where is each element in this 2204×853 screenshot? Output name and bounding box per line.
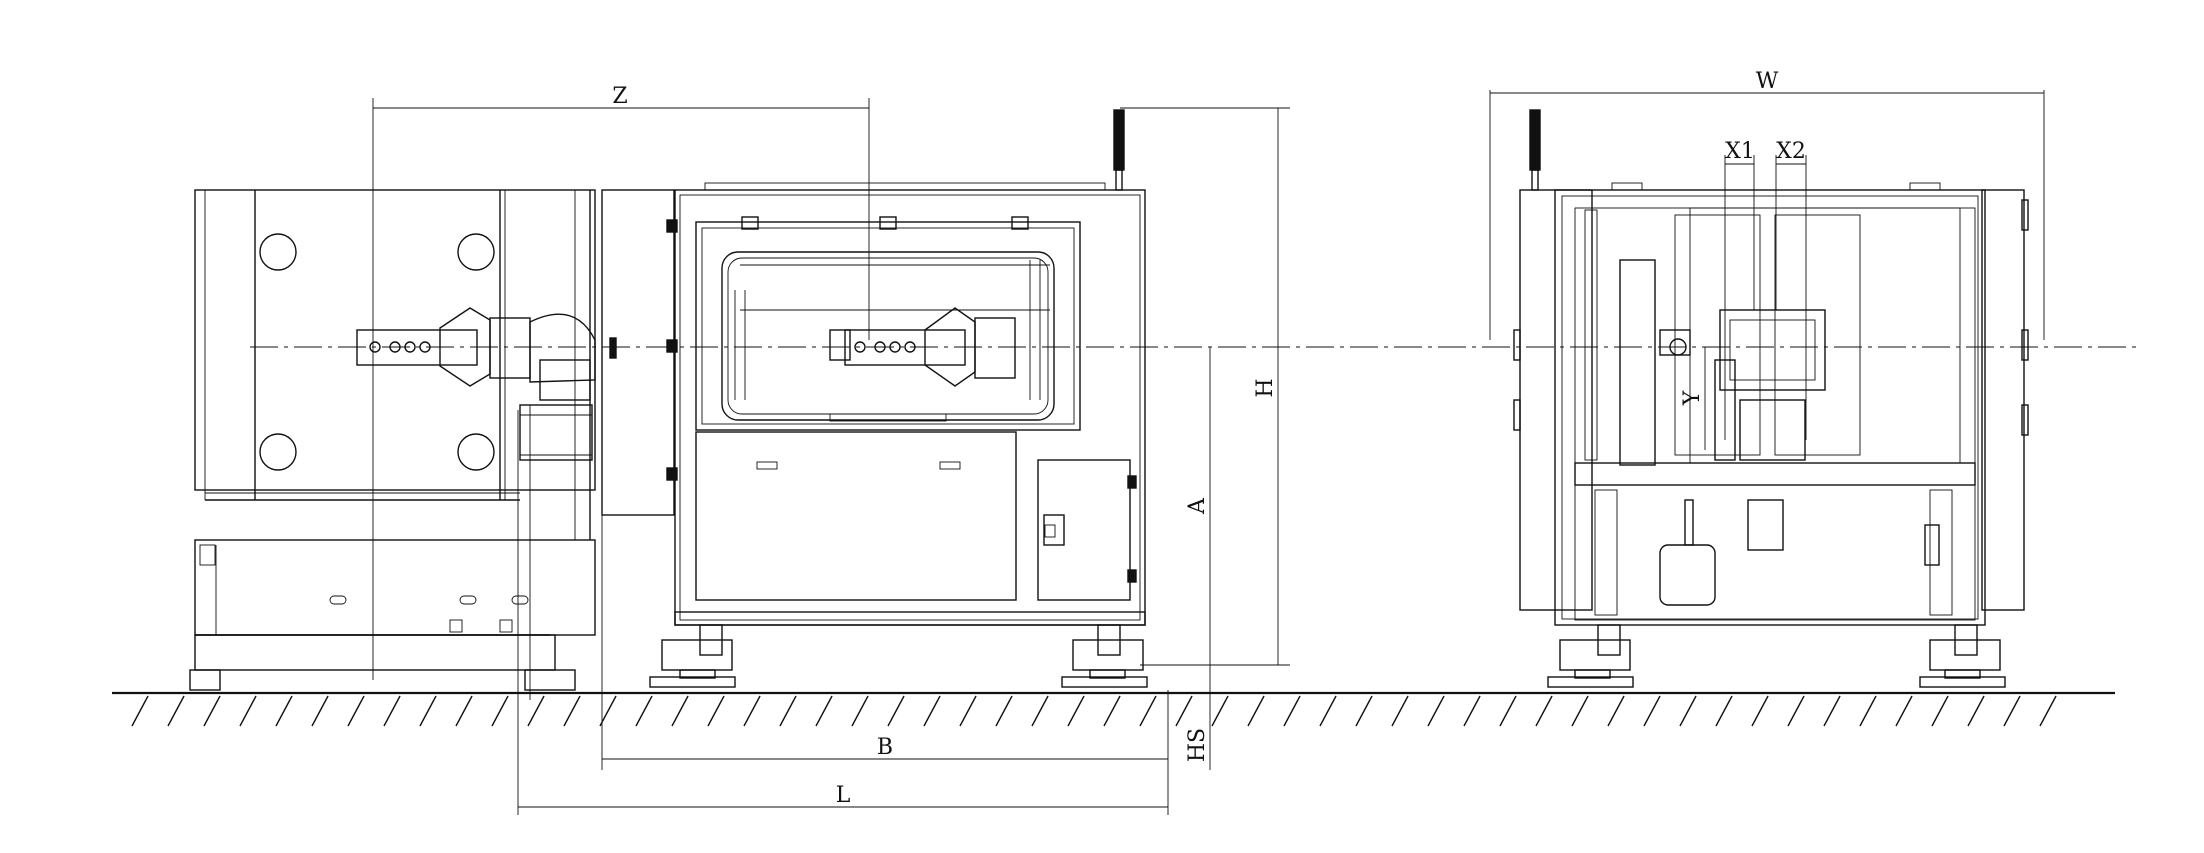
ground-hatch-line [1895,695,1913,727]
ground-hatch-line [995,695,1013,727]
ground-hatch-line [1139,695,1157,727]
ground-hatch-line [275,695,293,727]
ground-hatch-line [1319,695,1337,727]
dimension-x1-label: X1 [1725,139,1755,164]
dimension-b: B [601,515,1169,815]
ground-hatch-line [167,695,185,727]
ground-hatch-line [1175,695,1193,727]
ground-hatch-line [2003,695,2021,727]
ground-hatch-line [671,695,689,727]
ground-hatch-line [1787,695,1805,727]
ground-hatch-line [887,695,905,727]
dimension-x1: X1 [1724,139,1755,440]
ground-hatch-line [1751,695,1769,727]
ground-hatch-line [1103,695,1121,727]
ground-hatch-line [1427,695,1445,727]
ground-hatch-line [743,695,761,727]
ground-hatching [131,695,2057,727]
ground-hatch-line [1607,695,1625,727]
robot-cabinet-side [1513,109,2029,688]
ground-hatch-line [1247,695,1265,727]
ground-hatch-line [455,695,473,727]
ground-hatch-line [491,695,509,727]
ground-hatch-line [311,695,329,727]
ground-hatch-line [1571,695,1589,727]
ground-hatch-line [1535,695,1553,727]
dimension-hs: HS [1185,665,1211,770]
dimension-a: A [1185,347,1211,665]
dimension-a-label: A [1185,497,1210,515]
dimension-y-label: Y [1680,390,1705,406]
dimension-w-label: W [1756,69,1779,94]
ground-hatch-line [635,695,653,727]
ground-hatch-line [923,695,941,727]
ground-hatch-line [383,695,401,727]
ground-hatch-line [1643,695,1661,727]
ground-hatch-line [1859,695,1877,727]
dimension-l-label: L [836,783,851,808]
ground-hatch-line [1823,695,1841,727]
dimension-z: Z [372,84,870,680]
ground-hatch-line [851,695,869,727]
ground-hatch-line [1031,695,1049,727]
dimension-hs-label: HS [1185,728,1210,762]
ground-hatch-line [419,695,437,727]
ground-hatch-line [239,695,257,727]
ground [112,691,2115,727]
ground-hatch-line [599,695,617,727]
ground-hatch-line [1067,695,1085,727]
dimension-h-label: H [1253,378,1278,397]
robot-cabinet-front [601,109,1148,688]
injection-machine-side [189,189,617,700]
ground-hatch-line [203,695,221,727]
dimension-x2-label: X2 [1776,139,1806,164]
ground-hatch-line [1499,695,1517,727]
ground-hatch-line [2039,695,2057,727]
ground-hatch-line [131,695,149,727]
ground-hatch-line [1283,695,1301,727]
dimension-w: W [1489,69,2045,340]
ground-hatch-line [815,695,833,727]
dimension-h: H [1120,107,1290,666]
ground-hatch-line [1967,695,1985,727]
ground-hatch-line [779,695,797,727]
dimension-z-label: Z [612,84,627,109]
ground-hatch-line [527,695,545,727]
ground-hatch-line [1679,695,1697,727]
ground-hatch-line [1355,695,1373,727]
ground-hatch-line [1463,695,1481,727]
dimension-y: Y [1680,347,1706,450]
dimension-b-label: B [877,735,893,760]
dimension-x2: X2 [1775,139,1807,440]
ground-hatch-line [1715,695,1733,727]
ground-hatch-line [1391,695,1409,727]
ground-hatch-line [1211,695,1229,727]
ground-hatch-line [563,695,581,727]
ground-hatch-line [347,695,365,727]
ground-hatch-line [959,695,977,727]
dimension-l: L [517,410,1168,815]
ground-hatch-line [707,695,725,727]
ground-hatch-line [1931,695,1949,727]
